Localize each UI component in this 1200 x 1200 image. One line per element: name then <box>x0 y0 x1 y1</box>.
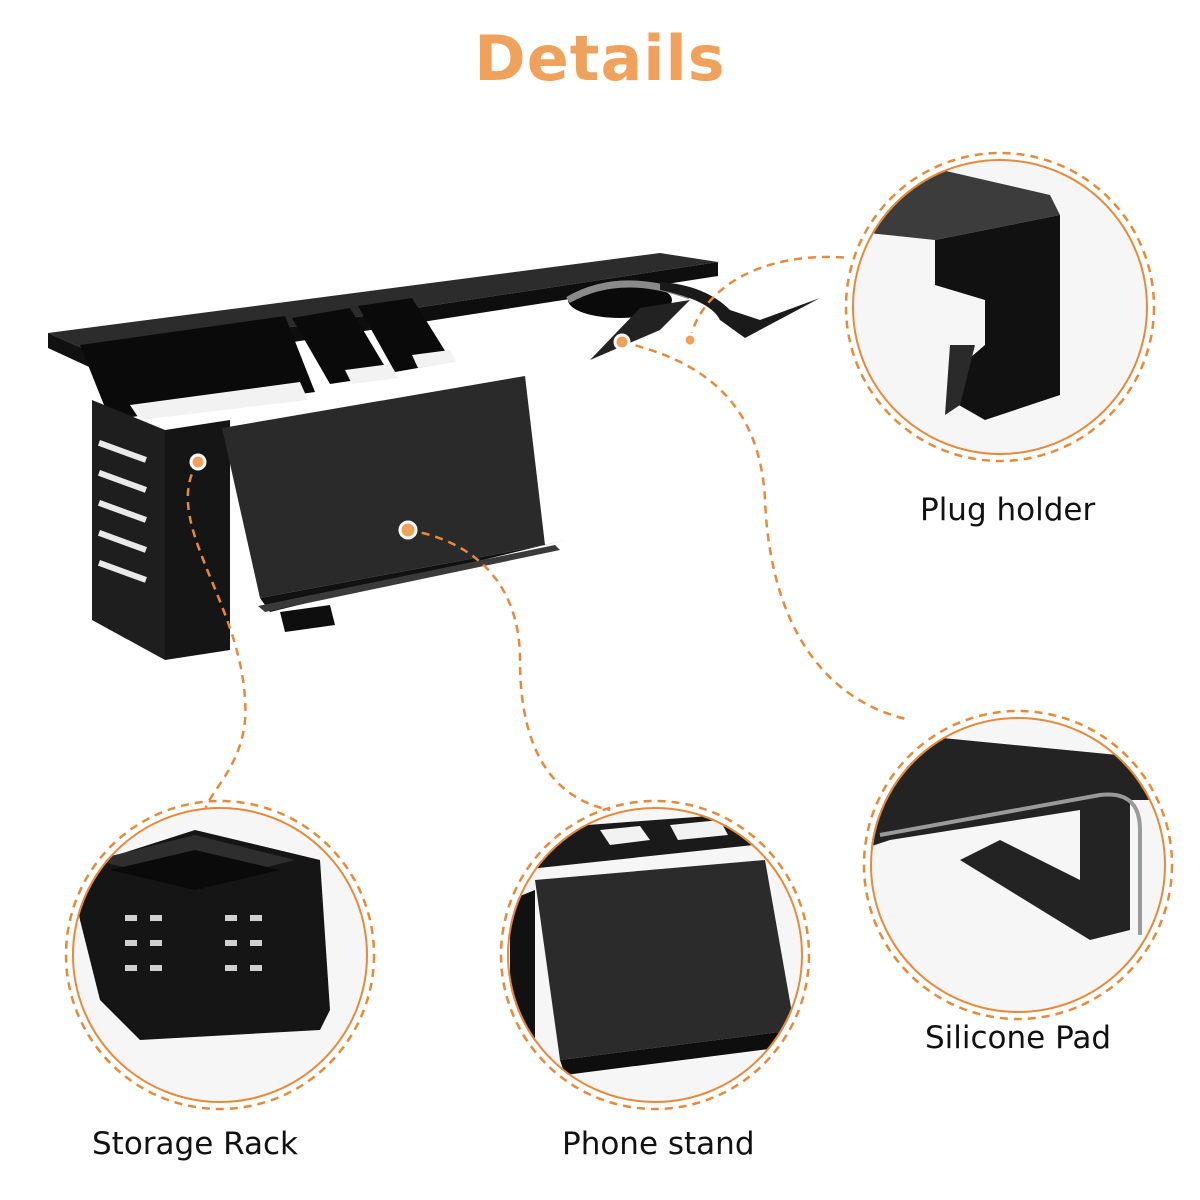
marker-dots <box>189 332 698 540</box>
connector-lines <box>186 255 911 812</box>
storage-rack-label: Storage Rack <box>92 1126 298 1162</box>
plug-holder-label: Plug holder <box>920 492 1096 528</box>
page-title: Details <box>474 22 726 95</box>
silicone-pad-label: Silicone Pad <box>925 1020 1112 1056</box>
silicone-pad-detail <box>862 709 1174 1021</box>
plug-holder-detail <box>844 151 1156 463</box>
storage-rack-detail <box>64 799 376 1111</box>
main-product-rack <box>48 253 820 660</box>
phone-stand-label: Phone stand <box>562 1126 755 1162</box>
phone-stand-detail <box>499 799 811 1111</box>
